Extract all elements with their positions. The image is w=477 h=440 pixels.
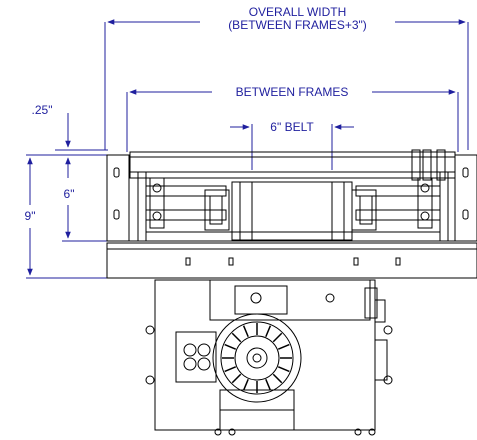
- nine-inch-label: 9": [20, 210, 40, 223]
- motor-fan: [222, 323, 292, 393]
- quarter-inch-label: .25": [31, 103, 53, 117]
- dimension-lines: [26, 19, 469, 279]
- conveyor-body: [106, 149, 477, 436]
- six-inch-label: 6": [58, 188, 80, 201]
- fan-spoke: [277, 366, 290, 373]
- overall-width-line1: OVERALL WIDTH: [248, 5, 347, 19]
- drive-pulley: [231, 181, 353, 241]
- gear-box: [175, 331, 217, 383]
- fan-spoke: [272, 373, 283, 384]
- top-belt: [129, 151, 456, 179]
- overall-width-line2: (BETWEEN FRAMES+3"): [228, 18, 367, 32]
- fan-spoke: [231, 373, 242, 384]
- fan-spoke: [265, 325, 272, 338]
- fan-spoke: [272, 332, 283, 343]
- between-frames-label: BETWEEN FRAMES: [214, 86, 370, 99]
- fan-spoke: [265, 378, 272, 391]
- fan-spoke: [277, 343, 290, 350]
- overall-width-label: OVERALL WIDTH (BETWEEN FRAMES+3"): [200, 6, 395, 32]
- lower-frame: [106, 242, 477, 279]
- fan-spoke: [224, 366, 237, 373]
- motor-flange: [212, 313, 302, 403]
- fan-spoke: [231, 332, 242, 343]
- fan-spoke: [242, 378, 249, 391]
- fan-spoke: [242, 325, 249, 338]
- drive-mount: [154, 279, 376, 431]
- fan-spoke: [224, 343, 237, 350]
- belt-width-label: 6" BELT: [256, 121, 328, 134]
